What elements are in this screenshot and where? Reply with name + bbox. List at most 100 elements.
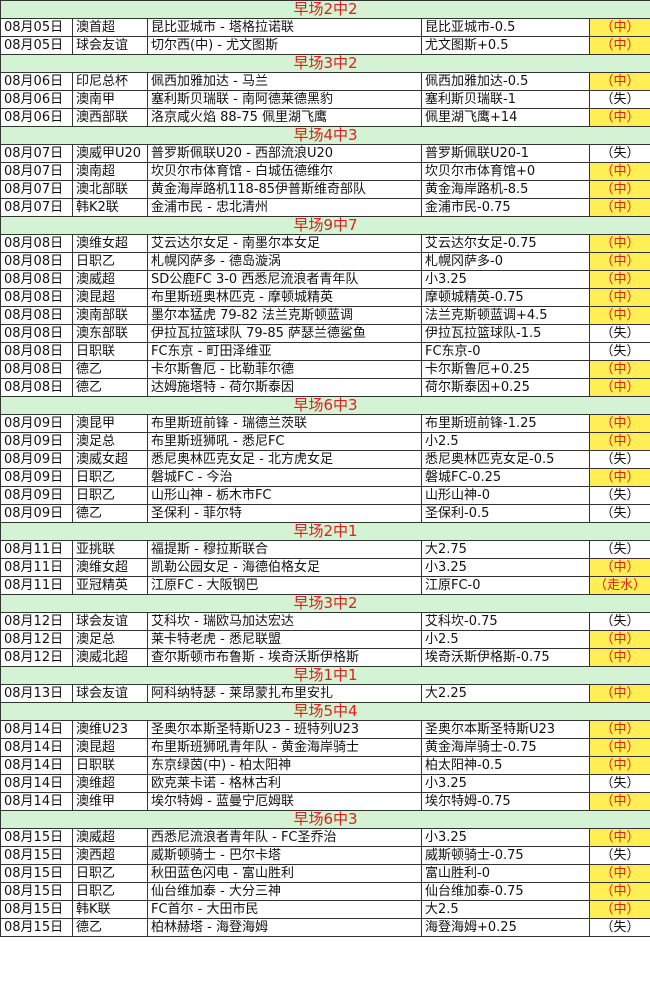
result-cell: （中）	[588, 378, 650, 397]
tip-cell: 仙台维加泰-0.75	[421, 882, 590, 901]
table-row: 08月08日澳南部联墨尔本猛虎 79-82 法兰克斯顿蓝调法兰克斯顿蓝调+4.5…	[0, 306, 650, 325]
league-cell: 澳威北超	[72, 648, 148, 667]
result-cell: （中）	[588, 792, 650, 811]
tip-cell: 布里斯班前锋-1.25	[421, 414, 590, 433]
league-cell: 澳昆超	[72, 738, 148, 757]
league-cell: 日职乙	[72, 468, 148, 487]
league-cell: 韩K联	[72, 900, 148, 919]
match-cell: 洛京咸火焰 88-75 佩里湖飞鹰	[147, 108, 422, 127]
date-cell: 08月09日	[0, 468, 73, 487]
league-cell: 德乙	[72, 378, 148, 397]
league-cell: 德乙	[72, 504, 148, 523]
league-cell: 澳维甲	[72, 792, 148, 811]
league-cell: 澳威超	[72, 828, 148, 847]
date-cell: 08月09日	[0, 450, 73, 469]
tip-cell: 普罗斯佩联U20-1	[421, 144, 590, 163]
table-row: 08月09日日职乙磐城FC - 今治磐城FC-0.25（中）	[0, 468, 650, 487]
tip-cell: 小3.25	[421, 828, 590, 847]
result-cell: （中）	[588, 162, 650, 181]
date-cell: 08月14日	[0, 792, 73, 811]
match-cell: 达姆施塔特 - 荷尔斯泰因	[147, 378, 422, 397]
league-cell: 澳昆超	[72, 288, 148, 307]
table-row: 08月08日澳维女超艾云达尔女足 - 南墨尔本女足艾云达尔女足-0.75（中）	[0, 234, 650, 253]
section-header-row: 早场9中7	[0, 216, 650, 235]
date-cell: 08月08日	[0, 360, 73, 379]
tip-cell: 昆比亚城市-0.5	[421, 18, 590, 37]
section-header: 早场2中2	[0, 0, 650, 19]
date-cell: 08月08日	[0, 342, 73, 361]
league-cell: 德乙	[72, 918, 148, 937]
table-row: 08月14日澳维甲埃尔特姆 - 蓝曼宁厄姆联埃尔特姆-0.75（中）	[0, 792, 650, 811]
table-row: 08月12日澳足总莱卡特老虎 - 悉尼联盟小2.5（中）	[0, 630, 650, 649]
section-header-row: 早场6中3	[0, 396, 650, 415]
match-cell: 布里斯班狮吼青年队 - 黄金海岸骑士	[147, 738, 422, 757]
league-cell: 澳威女超	[72, 450, 148, 469]
result-cell: （中）	[588, 306, 650, 325]
section-header-row: 早场3中2	[0, 54, 650, 73]
tip-cell: 山形山神-0	[421, 486, 590, 505]
league-cell: 球会友谊	[72, 36, 148, 55]
date-cell: 08月14日	[0, 756, 73, 775]
match-cell: FC首尔 - 大田市民	[147, 900, 422, 919]
date-cell: 08月11日	[0, 540, 73, 559]
table-row: 08月07日澳北部联黄金海岸路机118-85伊普斯维奇部队黄金海岸路机-8.5（…	[0, 180, 650, 199]
table-row: 08月08日德乙达姆施塔特 - 荷尔斯泰因荷尔斯泰因+0.25（中）	[0, 378, 650, 397]
table-row: 08月06日澳南甲塞利斯贝瑞联 - 南阿德莱德黑豹塞利斯贝瑞联-1（失）	[0, 90, 650, 109]
date-cell: 08月15日	[0, 882, 73, 901]
table-row: 08月07日澳南超坎贝尔市体育馆 - 白城伍德维尔坎贝尔市体育馆+0（中）	[0, 162, 650, 181]
section-header-row: 早场1中1	[0, 666, 650, 685]
match-cell: 圣奥尔本斯圣特斯U23 - 班特列U23	[147, 720, 422, 739]
result-cell: （失）	[588, 324, 650, 343]
tip-cell: 黄金海岸骑士-0.75	[421, 738, 590, 757]
table-row: 08月14日澳维超欧克莱卡诺 - 格林古利小3.25（失）	[0, 774, 650, 793]
section-header-row: 早场6中3	[0, 810, 650, 829]
date-cell: 08月15日	[0, 864, 73, 883]
date-cell: 08月13日	[0, 684, 73, 703]
match-cell: 莱卡特老虎 - 悉尼联盟	[147, 630, 422, 649]
tip-cell: 小2.5	[421, 432, 590, 451]
table-row: 08月08日澳昆超布里斯班奥林匹克 - 摩顿城精英摩顿城精英-0.75（中）	[0, 288, 650, 307]
date-cell: 08月07日	[0, 162, 73, 181]
tip-cell: 金浦市民-0.75	[421, 198, 590, 217]
date-cell: 08月06日	[0, 90, 73, 109]
result-cell: （中）	[588, 198, 650, 217]
section-header: 早场3中2	[0, 54, 650, 73]
tip-cell: 磐城FC-0.25	[421, 468, 590, 487]
date-cell: 08月15日	[0, 900, 73, 919]
result-cell: （失）	[588, 540, 650, 559]
date-cell: 08月09日	[0, 486, 73, 505]
match-cell: 仙台维加泰 - 大分三神	[147, 882, 422, 901]
date-cell: 08月06日	[0, 108, 73, 127]
league-cell: 德乙	[72, 360, 148, 379]
result-cell: （中）	[588, 558, 650, 577]
league-cell: 日职联	[72, 342, 148, 361]
match-cell: 艾科坎 - 瑞欧马加达宏达	[147, 612, 422, 631]
result-cell: （失）	[588, 774, 650, 793]
tip-cell: 悉尼奥林匹克女足-0.5	[421, 450, 590, 469]
tip-cell: 埃尔特姆-0.75	[421, 792, 590, 811]
tip-cell: 小3.25	[421, 774, 590, 793]
date-cell: 08月15日	[0, 828, 73, 847]
section-header-row: 早场2中2	[0, 0, 650, 19]
table-row: 08月08日德乙卡尔斯鲁厄 - 比勒菲尔德卡尔斯鲁厄+0.25（中）	[0, 360, 650, 379]
match-cell: 普罗斯佩联U20 - 西部流浪U20	[147, 144, 422, 163]
league-cell: 澳维U23	[72, 720, 148, 739]
date-cell: 08月14日	[0, 774, 73, 793]
table-row: 08月15日澳西超威斯顿骑士 - 巴尔卡塔威斯顿骑士-0.75（失）	[0, 846, 650, 865]
match-cell: 切尔西(中) - 尤文图斯	[147, 36, 422, 55]
date-cell: 08月12日	[0, 648, 73, 667]
tip-cell: 佩里湖飞鹰+14	[421, 108, 590, 127]
match-cell: 西悉尼流浪者青年队 - FC圣乔治	[147, 828, 422, 847]
result-cell: （中）	[588, 72, 650, 91]
match-cell: 东京绿茵(中) - 柏太阳神	[147, 756, 422, 775]
result-cell: （中）	[588, 684, 650, 703]
table-row: 08月05日球会友谊切尔西(中) - 尤文图斯尤文图斯+0.5（中）	[0, 36, 650, 55]
date-cell: 08月11日	[0, 576, 73, 595]
result-cell: （中）	[588, 270, 650, 289]
tip-cell: 埃奇沃斯伊格斯-0.75	[421, 648, 590, 667]
match-cell: FC东京 - 町田泽维亚	[147, 342, 422, 361]
match-cell: 圣保利 - 菲尔特	[147, 504, 422, 523]
